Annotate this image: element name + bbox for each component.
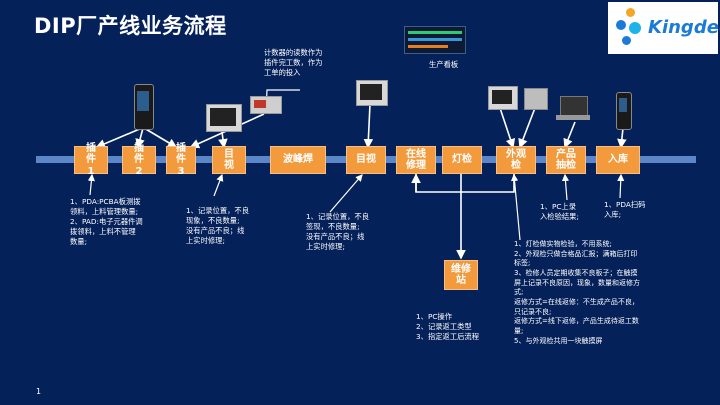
page-number: 1 (36, 387, 42, 396)
kingdee-logo: Kingdee (608, 2, 720, 54)
node-insert-1: 插 件 1 (74, 143, 108, 177)
node-online-repair: 在线 修理 (396, 146, 436, 174)
monitor-device-icon (206, 104, 242, 132)
note-visual-2: 1、记录位置，不良 签现，不良数量; 没有产品不良；线 上实时修理; (306, 212, 370, 252)
pda-scanner-icon (616, 92, 632, 130)
laptop-device-icon (556, 96, 590, 122)
node-light-inspect: 灯检 (442, 146, 482, 174)
node-repair-station: 维修 站 (444, 260, 478, 290)
node-insert-3: 插 件 3 (166, 143, 196, 177)
node-visual-1: 目 视 (212, 146, 246, 174)
page-title: DIP厂产线业务流程 (34, 14, 227, 38)
counter-device-icon (250, 96, 282, 114)
note-warehouse: 1、PDA扫码 入库; (604, 200, 646, 220)
note-pda-feeding: 1、PDA:PCBA板测拨 领料，上料管理数量; 2、PAD:电子元器件调 拨领… (70, 197, 143, 247)
logo-text: Kingdee (648, 17, 720, 38)
logo-mark-icon (616, 8, 646, 48)
node-wave-solder: 波峰焊 (270, 146, 326, 174)
note-sample-check: 1、PC上录 入检验结果; (540, 202, 579, 222)
node-visual-inspect: 外观 检 (496, 146, 536, 174)
touchscreen-device-icon (356, 80, 388, 106)
dashboard-screen-icon (404, 26, 466, 54)
printer-device-icon (524, 88, 548, 110)
note-visual-1: 1、记录位置，不良 现象，不良数量; 没有产品不良；线 上实时修理; (186, 206, 250, 246)
node-visual-2: 目视 (346, 146, 386, 174)
note-repair-station: 1、PC操作 2、记录返工类型 3、指定返工后流程 (416, 312, 480, 342)
note-inspection: 1、灯检做实物检验，不用系统; 2、外观检只做合格品汇报；满箱后打印 标签; 3… (514, 240, 640, 345)
node-warehouse: 入库 (596, 146, 640, 174)
touchscreen-device-icon-2 (488, 86, 518, 110)
note-counter: 计数器的读数作为 插件完工数，作为 工单的投入 (264, 48, 323, 78)
node-sample-check: 产品 抽检 (546, 146, 586, 174)
node-insert-2: 插 件 2 (122, 143, 156, 177)
pda-device-icon (134, 84, 154, 130)
note-dashboard: 生产看板 (429, 60, 459, 69)
